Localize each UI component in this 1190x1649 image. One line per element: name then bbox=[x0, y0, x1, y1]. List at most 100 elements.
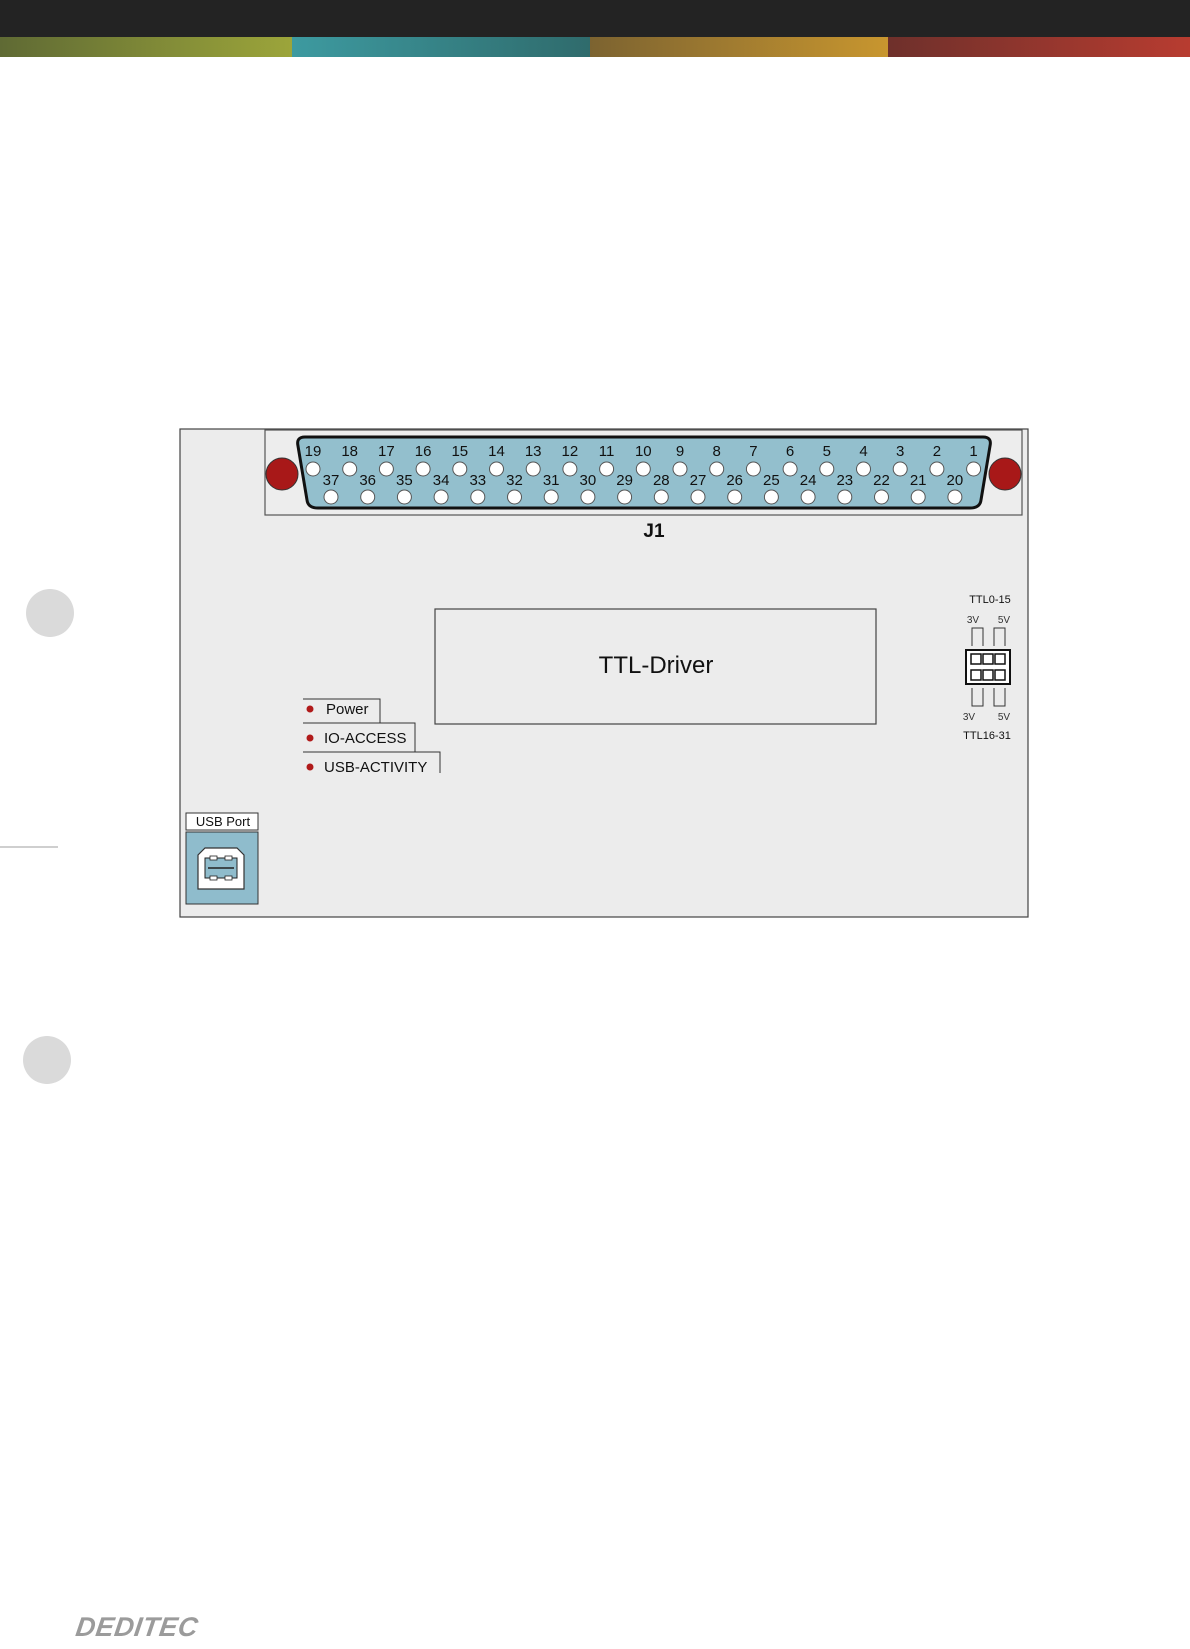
page-marker-line bbox=[0, 846, 58, 848]
connector-pin bbox=[763, 489, 779, 505]
usb-b-connector-icon bbox=[197, 847, 245, 890]
jumper-voltage-label: 3V bbox=[967, 615, 980, 626]
header-bar bbox=[0, 0, 1190, 37]
pin-number: 8 bbox=[713, 443, 721, 460]
mount-hole-left bbox=[265, 457, 299, 491]
pin-number: 7 bbox=[749, 443, 757, 460]
connector-pin bbox=[653, 489, 669, 505]
ttl-driver-box bbox=[434, 608, 877, 725]
color-stripe-olive bbox=[0, 37, 292, 57]
connector-pin bbox=[617, 489, 633, 505]
led-power: Power bbox=[303, 698, 381, 723]
led-indicator bbox=[306, 705, 314, 713]
connector-pin bbox=[378, 461, 394, 477]
pin-number: 29 bbox=[616, 472, 633, 489]
connector-pin bbox=[580, 489, 596, 505]
connector-pin bbox=[360, 489, 376, 505]
connector-pin bbox=[856, 461, 871, 477]
pin-number: 22 bbox=[873, 472, 890, 489]
connector-pin bbox=[874, 489, 889, 505]
connector-pin bbox=[635, 461, 651, 477]
pin-number: 4 bbox=[859, 443, 867, 460]
ttl-driver-label: TTL-Driver bbox=[599, 652, 714, 679]
pin-number: 1 bbox=[969, 443, 977, 460]
pin-number: 36 bbox=[359, 472, 376, 489]
pin-number: 31 bbox=[543, 472, 560, 489]
led-indicator bbox=[306, 734, 314, 742]
pin-number: 21 bbox=[910, 472, 927, 489]
connector-pin bbox=[819, 461, 835, 477]
pin-number: 16 bbox=[415, 443, 432, 460]
jumper-voltage-label: 3V bbox=[963, 712, 976, 723]
jumper-block: TTL0-15 3V 5V 3V 5V TTL16-31 bbox=[963, 594, 1011, 742]
connector-pin bbox=[892, 461, 908, 477]
pin-number: 15 bbox=[451, 443, 468, 460]
pin-number: 2 bbox=[933, 443, 941, 460]
connector-pin bbox=[672, 461, 688, 477]
connector-pin bbox=[433, 489, 449, 505]
connector-pin bbox=[599, 461, 615, 477]
pin-number: 28 bbox=[653, 472, 670, 489]
jumper-voltage-label: 5V bbox=[998, 712, 1011, 723]
led-label: USB-ACTIVITY bbox=[324, 759, 427, 776]
connector-pin bbox=[543, 489, 559, 505]
connector-pin bbox=[745, 461, 761, 477]
pin-number: 10 bbox=[635, 443, 652, 460]
usb-label-box bbox=[185, 812, 259, 831]
led-label: IO-ACCESS bbox=[324, 730, 407, 747]
connector-pin bbox=[709, 461, 725, 477]
pin-number: 13 bbox=[525, 443, 542, 460]
connector-pin bbox=[947, 489, 963, 505]
pin-number: 23 bbox=[836, 472, 853, 489]
connector-pin bbox=[782, 461, 798, 477]
pin-number: 3 bbox=[896, 443, 904, 460]
connector-pin bbox=[690, 489, 706, 505]
connector-pin bbox=[525, 461, 541, 477]
pin-number: 18 bbox=[341, 443, 358, 460]
mount-hole-right bbox=[988, 457, 1022, 491]
jumper-bottom-label: TTL16-31 bbox=[963, 730, 1011, 742]
color-stripe-gold bbox=[590, 37, 888, 57]
pin-number: 32 bbox=[506, 472, 523, 489]
pin-number: 26 bbox=[726, 472, 743, 489]
connector-pin bbox=[727, 489, 743, 505]
connector-pin bbox=[470, 489, 486, 505]
pin-number: 19 bbox=[305, 443, 322, 460]
pin-number: 24 bbox=[800, 472, 817, 489]
connector-pin bbox=[415, 461, 431, 477]
connector-pin bbox=[910, 489, 926, 505]
led-usb-activity: USB-ACTIVITY bbox=[303, 751, 441, 776]
pin-number: 25 bbox=[763, 472, 780, 489]
led-io-access: IO-ACCESS bbox=[303, 722, 416, 752]
pin-number: 11 bbox=[599, 443, 615, 460]
connector-pin bbox=[837, 489, 853, 505]
pin-number: 17 bbox=[378, 443, 395, 460]
page-marker-circle bbox=[26, 589, 74, 637]
led-label: Power bbox=[326, 701, 369, 718]
connector-pin bbox=[929, 461, 945, 477]
pin-number: 27 bbox=[690, 472, 707, 489]
connector-pin bbox=[507, 489, 522, 505]
pin-number: 14 bbox=[488, 443, 505, 460]
color-stripe-teal bbox=[292, 37, 590, 57]
pin-number: 20 bbox=[947, 472, 964, 489]
connector-pin bbox=[452, 461, 468, 477]
connector-pin bbox=[489, 461, 504, 477]
connector-pin bbox=[562, 461, 578, 477]
jumper-top-label: TTL0-15 bbox=[969, 594, 1011, 606]
pin-number: 5 bbox=[823, 443, 831, 460]
color-stripe-red bbox=[888, 37, 1190, 57]
deditec-logo: DEDITEC bbox=[73, 1612, 201, 1642]
connector-pin bbox=[323, 489, 339, 505]
pin-number: 12 bbox=[562, 443, 579, 460]
connector-pin bbox=[305, 461, 321, 477]
connector-label: J1 bbox=[643, 521, 665, 542]
led-indicator bbox=[306, 763, 314, 771]
jumper-voltage-label: 5V bbox=[998, 615, 1011, 626]
connector-pin bbox=[342, 461, 358, 477]
connector-pin bbox=[396, 489, 412, 505]
pin-number: 34 bbox=[433, 472, 450, 489]
pin-number: 33 bbox=[469, 472, 486, 489]
